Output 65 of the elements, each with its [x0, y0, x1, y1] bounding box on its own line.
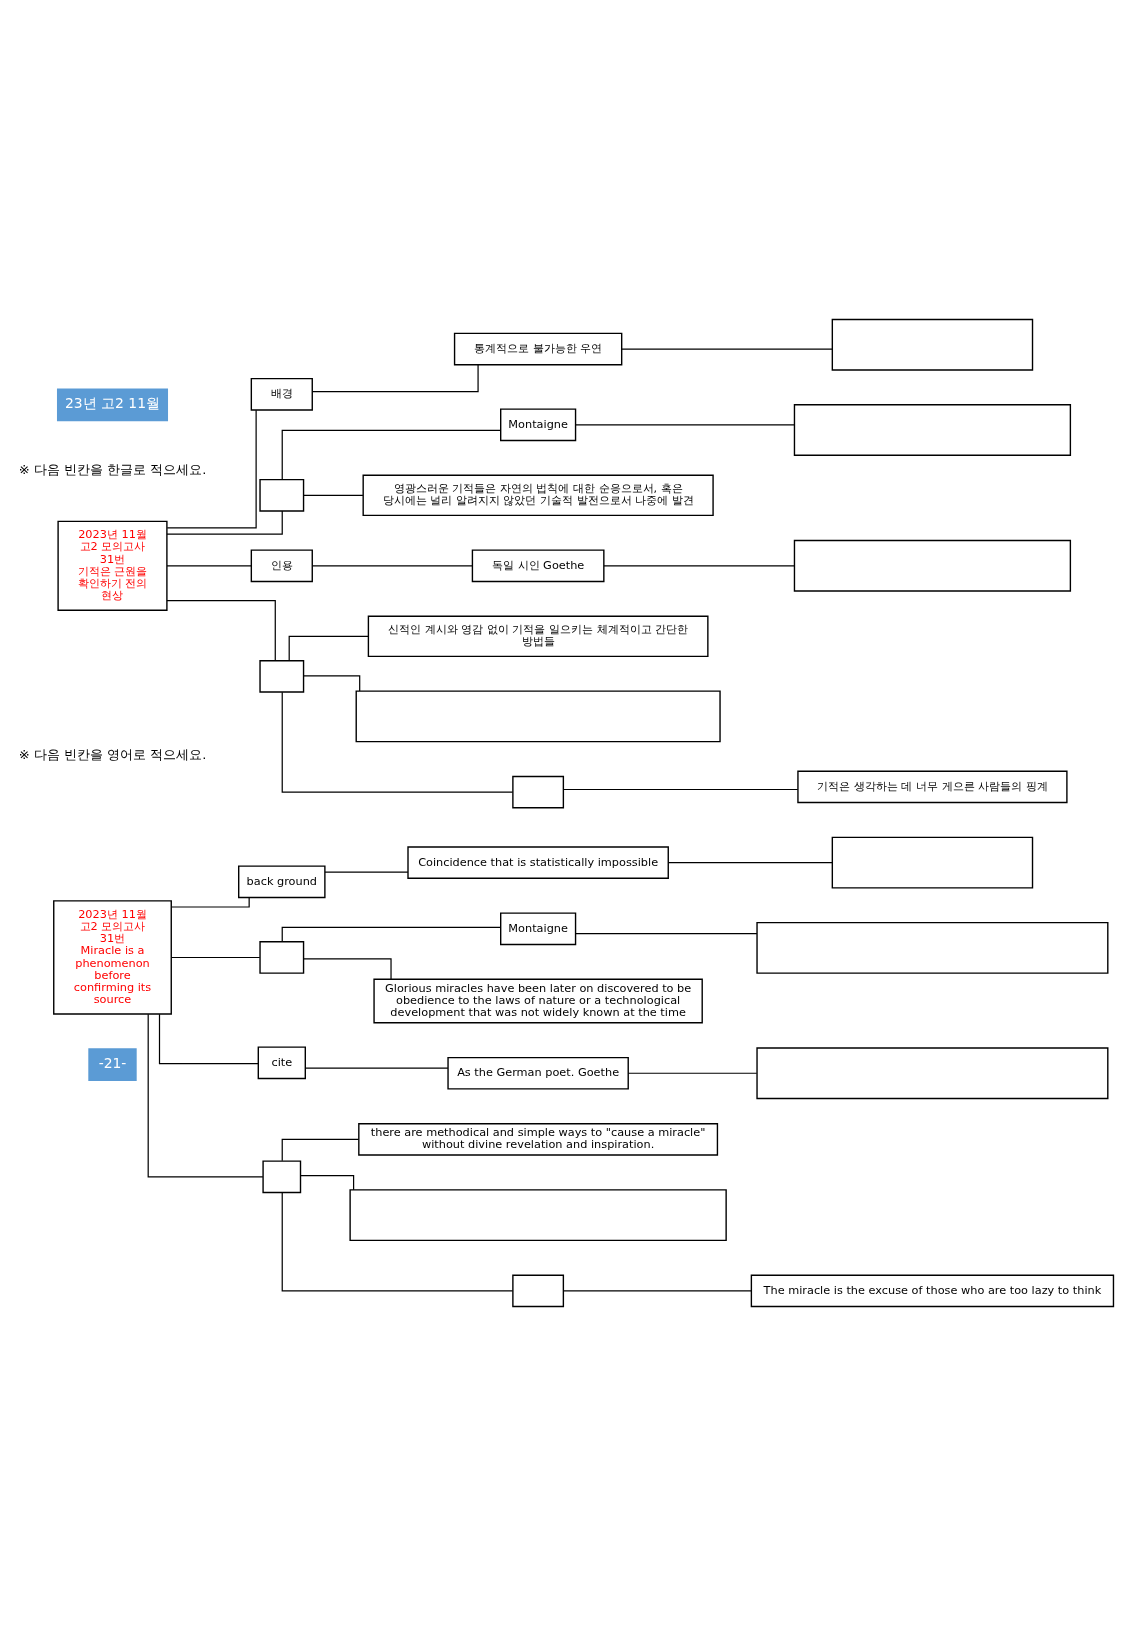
connector — [281, 926, 502, 942]
node-box — [259, 478, 305, 512]
node-box — [756, 921, 1109, 974]
connector — [166, 599, 276, 661]
connector — [281, 1191, 514, 1291]
node-box — [259, 659, 305, 693]
node-box: there are methodical and simple ways to "cause a miracle" without divine revelation and inspiration. — [358, 1122, 719, 1156]
node-box — [831, 836, 1034, 889]
node-box: Coincidence that is statistically impossible — [407, 845, 669, 879]
node-box: back ground — [238, 864, 326, 898]
connector — [281, 429, 502, 480]
node-box — [793, 539, 1072, 592]
node-box: Glorious miracles have been later on discovered to be obedience to the laws of nature or a technological development that was not widely known at the time — [373, 978, 703, 1023]
connector — [311, 363, 479, 392]
connector — [303, 494, 364, 496]
connector — [158, 1013, 259, 1064]
connector — [303, 674, 361, 692]
connector — [300, 1174, 355, 1190]
connector — [166, 564, 252, 566]
connector — [311, 564, 473, 566]
connector — [166, 510, 283, 535]
connector — [288, 635, 369, 661]
connector — [621, 347, 833, 350]
node-box: As the German poet. Goethe — [447, 1056, 629, 1090]
node-box — [262, 1159, 302, 1193]
label: ※ 다음 빈칸을 영어로 적으세요. — [18, 746, 207, 762]
node-box — [259, 940, 305, 974]
node-box — [512, 1274, 565, 1307]
connector — [281, 691, 514, 793]
label: ※ 다음 빈칸을 한글로 적으세요. — [18, 461, 207, 477]
node-box: 2023년 11월 고2 모의고사 31번 Miracle is a phenomenon before confirming its source — [53, 899, 172, 1015]
connector — [667, 861, 833, 863]
node-box: 기적은 생각하는 데 너무 게으른 사람들의 핑계 — [797, 770, 1068, 803]
node-box: The miracle is the excuse of those who are too lazy to think — [750, 1274, 1115, 1307]
node-box: 신적인 계시와 영감 없이 기적을 일으키는 체계적이고 간단한 방법들 — [367, 615, 709, 657]
connector — [627, 1072, 758, 1074]
node-box — [355, 689, 721, 742]
node-box — [512, 775, 565, 808]
connector — [166, 409, 257, 528]
node-box — [831, 318, 1034, 371]
connector — [170, 956, 261, 958]
node-box — [349, 1188, 727, 1241]
node-box: Montaigne — [500, 911, 577, 945]
node-box: 배경 — [250, 377, 313, 411]
connector — [147, 1013, 264, 1177]
node-box: 인용 — [250, 548, 313, 582]
connector — [281, 1138, 360, 1161]
node-box: 독일 시인 Goethe — [471, 548, 605, 582]
connector — [574, 932, 758, 934]
connector — [171, 896, 250, 908]
node-box — [756, 1046, 1109, 1099]
label: -21- — [98, 1054, 127, 1071]
node-box — [793, 403, 1072, 456]
node-box: cite — [257, 1045, 306, 1079]
connector — [603, 564, 796, 566]
connector — [304, 1066, 449, 1069]
node-box: 2023년 11월 고2 모의고사 31번 기적은 근원을 확인하기 전의 현상 — [57, 520, 168, 611]
connector — [562, 1289, 752, 1291]
connector — [574, 423, 795, 425]
node-box: 영광스러운 기적들은 자연의 법칙에 대한 순응으로서, 혹은 당시에는 널리 알려지지 않았던 기술적 발전으로서 나중에 발견 — [362, 474, 714, 516]
node-box: Montaigne — [500, 407, 577, 441]
connector — [324, 871, 409, 873]
node-box: 통계적으로 불가능한 우연 — [453, 332, 623, 365]
connector — [562, 788, 799, 790]
label: 23년 고2 11월 — [64, 394, 161, 411]
